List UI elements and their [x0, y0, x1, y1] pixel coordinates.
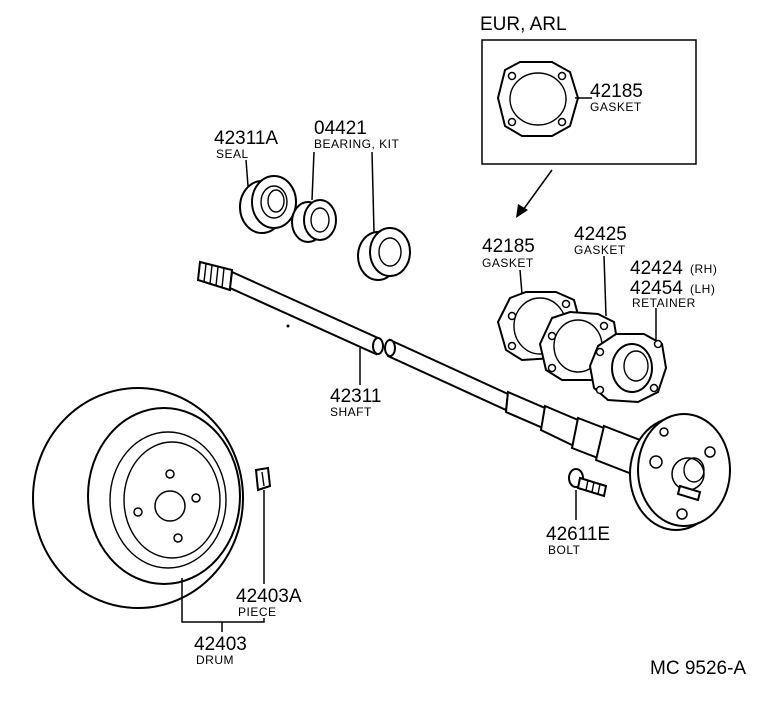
gasket-right-name: GASKET — [574, 243, 626, 257]
bolt-part — [568, 468, 608, 498]
bearing-name: BEARING, KIT — [314, 137, 400, 151]
inset-gasket-number: 42185 — [590, 81, 643, 102]
gasket-left-number: 42185 — [482, 236, 535, 257]
inset-gasket-name: GASKET — [590, 100, 642, 114]
region-label: EUR, ARL — [480, 14, 567, 35]
retainer-part — [588, 333, 668, 404]
piece-number: 42403A — [236, 586, 302, 607]
shaft-name: SHAFT — [330, 405, 372, 419]
retainer-rh-side: (RH) — [690, 262, 717, 276]
retainer-lh-number: 42454 — [630, 278, 683, 299]
piece-part — [254, 466, 272, 492]
seal-leader — [245, 159, 249, 187]
bolt-number: 42611E — [546, 524, 610, 545]
gasket-left-name: GASKET — [482, 256, 534, 270]
inset-gasket — [496, 61, 580, 137]
seal-part — [239, 175, 297, 234]
shaft-part — [196, 260, 731, 531]
bolt-name: BOLT — [548, 543, 581, 557]
bearing-leader-1 — [311, 151, 315, 201]
gasket-right-leader — [603, 255, 607, 317]
bearing-number: 04421 — [314, 118, 367, 139]
seal-name: SEAL — [216, 147, 249, 161]
inset-arrow — [516, 169, 553, 218]
gasket-left-leader — [519, 269, 523, 295]
retainer-rh-number: 42424 — [630, 258, 683, 279]
retainer-name: RETAINER — [632, 296, 696, 310]
retainer-lh-side: (LH) — [690, 282, 715, 296]
piece-name: PIECE — [238, 605, 277, 619]
drum-number: 42403 — [194, 634, 247, 655]
gasket-right-number: 42425 — [574, 224, 627, 245]
bearing-leader-2 — [371, 151, 375, 233]
shaft-mark — [286, 324, 290, 328]
drum-leader — [181, 578, 265, 623]
bearing-race — [291, 199, 337, 243]
region-inset-box — [481, 39, 697, 165]
bearing-cone — [357, 227, 411, 281]
drum-part — [32, 387, 244, 609]
shaft-number: 42311 — [330, 386, 381, 407]
diagram-code: MC 9526-A — [650, 658, 746, 679]
drum-name: DRUM — [196, 653, 234, 667]
seal-number: 42311A — [214, 128, 278, 149]
